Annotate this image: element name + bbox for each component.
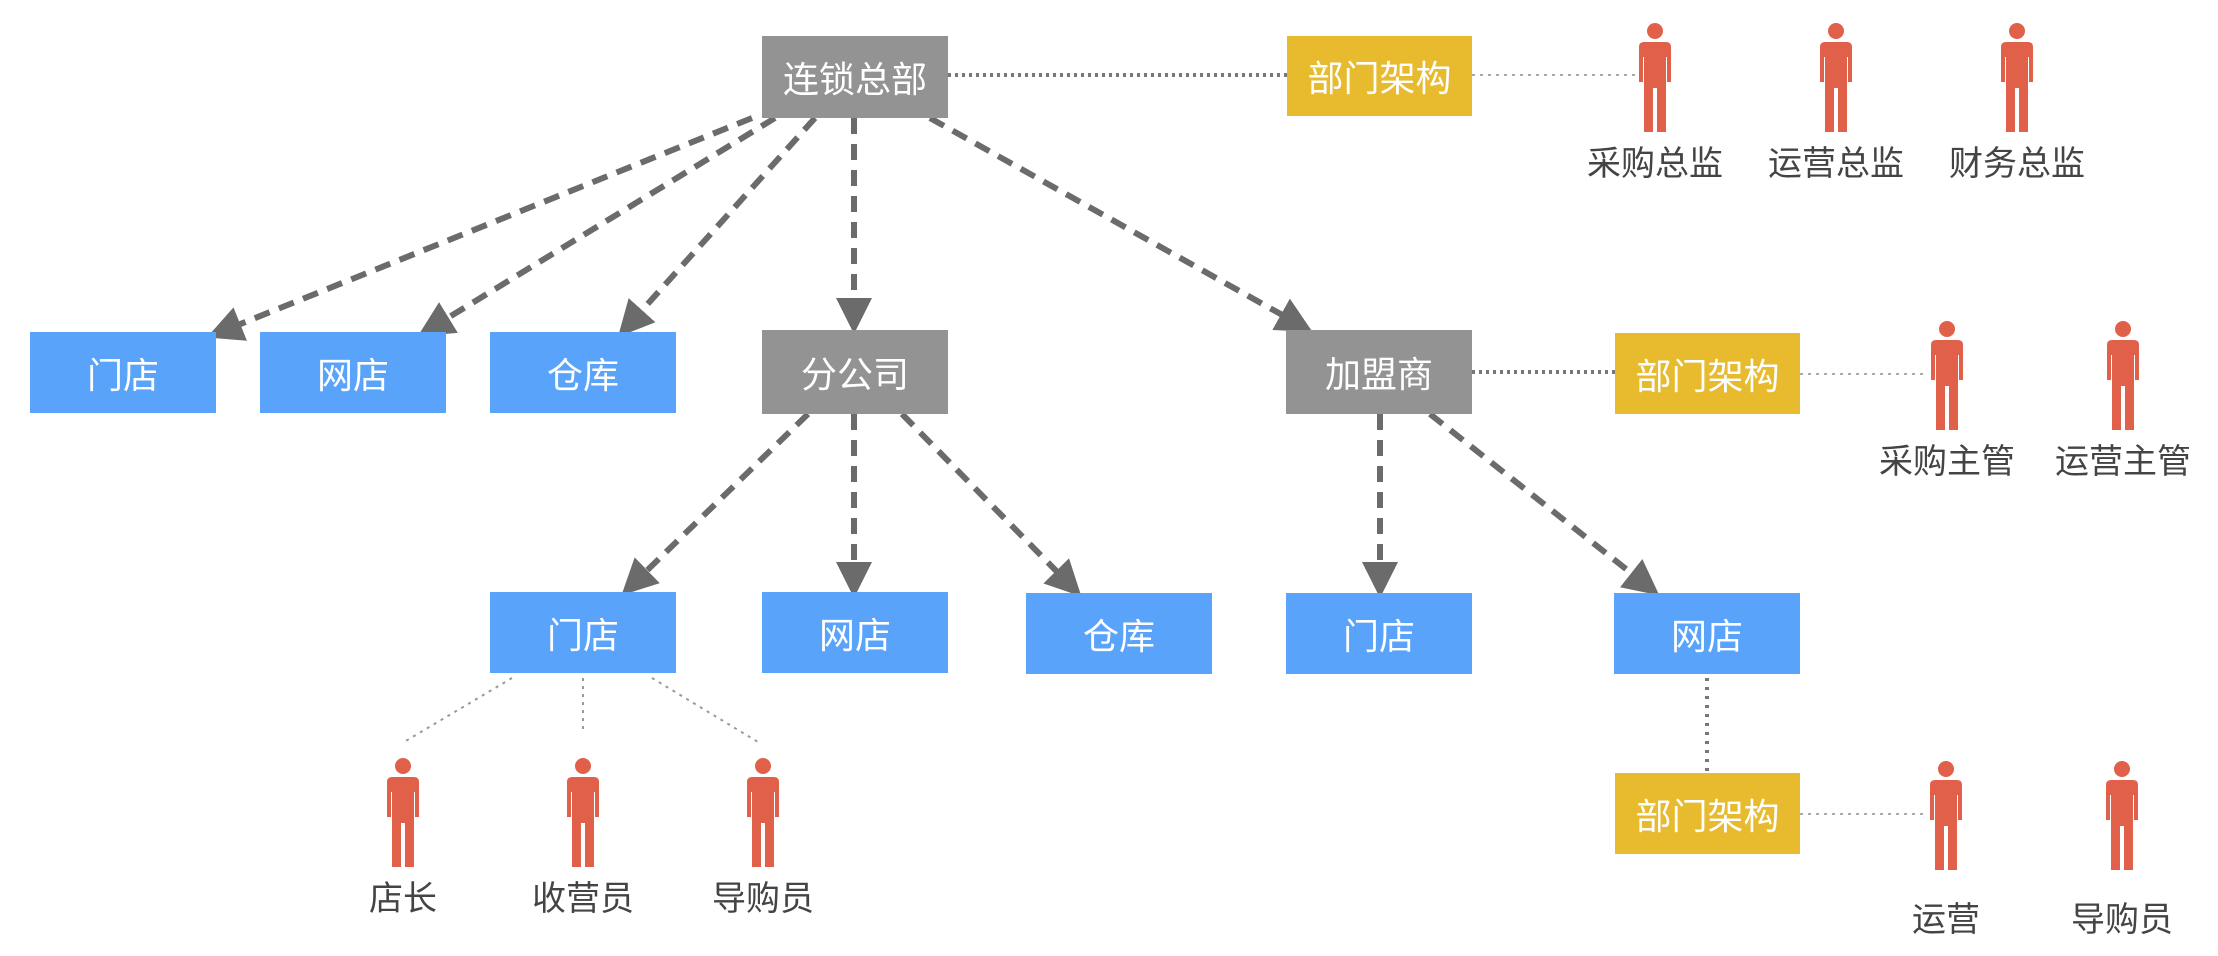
role-finance-director: 财务总监: [1937, 22, 2097, 192]
hq-online-node: 网店: [260, 332, 446, 413]
person-icon: [747, 758, 779, 867]
edge-hq-to-store: [206, 115, 754, 341]
role-label: 导购员: [2071, 900, 2173, 940]
branch-warehouse-label: 仓库: [1082, 616, 1155, 658]
franchise-online-label: 网店: [1670, 616, 1743, 658]
role-cashier: 收营员: [503, 757, 663, 927]
hq-warehouse-node: 仓库: [490, 332, 676, 413]
person-icon: [2106, 761, 2138, 870]
edge-branch-to-store: [621, 411, 811, 596]
person-icon: [1820, 23, 1852, 132]
role-store-manager: 店长: [323, 757, 483, 927]
person-icon: [2107, 321, 2139, 430]
role-operations-supervisor: 运营主管: [2043, 320, 2203, 490]
branch-online-node: 网店: [762, 592, 948, 673]
edge-hq-to-online: [417, 115, 777, 337]
edge-franchise-to-online: [1428, 411, 1660, 596]
role-purchasing-director: 采购总监: [1575, 22, 1735, 192]
hq-store-node: 门店: [30, 332, 216, 413]
hq-label: 连锁总部: [782, 60, 927, 101]
person-icon: [2001, 23, 2033, 132]
person-icon: [1639, 23, 1671, 132]
branch-warehouse-node: 仓库: [1026, 593, 1212, 674]
role-sales-guide: 导购员: [683, 757, 843, 927]
person-icon: [1930, 761, 1962, 870]
role-label: 运营: [1912, 900, 1980, 940]
branch-online-label: 网店: [818, 615, 891, 657]
hq-store-label: 门店: [86, 355, 159, 397]
hq-warehouse-label: 仓库: [546, 355, 619, 397]
role-label: 收营员: [532, 879, 634, 919]
franchise-online-node: 网店: [1614, 593, 1800, 674]
hq-dept-node: 部门架构: [1287, 36, 1472, 116]
edge-hq-to-franchise: [928, 115, 1313, 332]
franchise-label: 加盟商: [1324, 355, 1433, 396]
role-label: 采购总监: [1587, 144, 1723, 184]
person-icon: [567, 758, 599, 867]
person-icon: [387, 758, 419, 867]
role-operations: 运营: [1866, 760, 2026, 940]
link-store-to-guide: [651, 677, 759, 743]
edge-branch-to-warehouse: [899, 411, 1082, 597]
role-label: 店长: [369, 879, 437, 919]
franchise-node: 加盟商: [1286, 330, 1472, 414]
hq-online-label: 网店: [316, 355, 389, 397]
role-label: 财务总监: [1949, 144, 2085, 184]
role-online-guide: 导购员: [2042, 760, 2202, 940]
branch-store-node: 门店: [490, 592, 676, 673]
franchise-dept-node: 部门架构: [1615, 333, 1800, 414]
hq-node: 连锁总部: [762, 36, 948, 118]
branch-store-label: 门店: [546, 615, 619, 657]
franchise-store-label: 门店: [1342, 616, 1415, 658]
role-label: 运营总监: [1768, 144, 1904, 184]
person-icon: [1931, 321, 1963, 430]
franchise-dept-label: 部门架构: [1635, 356, 1780, 398]
online-dept-node: 部门架构: [1615, 773, 1800, 854]
role-label: 采购主管: [1879, 442, 2015, 482]
hq-dept-label: 部门架构: [1307, 59, 1452, 100]
edge-hq-to-warehouse: [617, 115, 818, 337]
branch-node: 分公司: [762, 330, 948, 414]
role-label: 导购员: [712, 879, 814, 919]
branch-label: 分公司: [800, 355, 909, 396]
online-dept-label: 部门架构: [1635, 796, 1780, 838]
role-purchasing-supervisor: 采购主管: [1867, 320, 2027, 490]
role-operations-director: 运营总监: [1756, 22, 1916, 192]
franchise-store-node: 门店: [1286, 593, 1472, 674]
link-store-to-manager: [403, 677, 513, 743]
role-label: 运营主管: [2055, 442, 2191, 482]
